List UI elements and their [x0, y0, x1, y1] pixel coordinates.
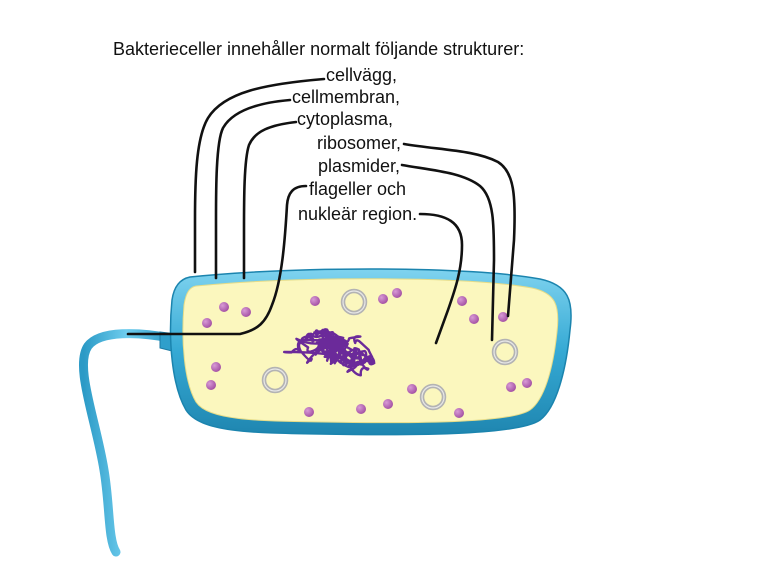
label-flagella: flageller och: [309, 179, 407, 199]
leader-line-cell-wall: [193, 77, 326, 274]
nucleoid: [282, 328, 376, 377]
leader-line-cytoplasm: [242, 120, 298, 280]
cytoplasm: [182, 278, 559, 424]
ribosome: [206, 380, 216, 390]
label-plasmids: plasmider,: [318, 156, 401, 176]
ribosome: [506, 382, 516, 392]
ribosome: [356, 404, 366, 414]
plasmid-highlight: [342, 290, 366, 314]
ribosome: [469, 314, 479, 324]
ribosomes: [202, 288, 532, 418]
leader-line-flagella: [126, 184, 308, 336]
leader-line-nuclear-region: [418, 212, 464, 345]
ribosome: [211, 362, 221, 372]
leader-line-plasmids: [400, 163, 496, 342]
leader-line-ribosomes: [402, 142, 516, 318]
plasmid-highlight: [493, 340, 517, 364]
ribosome: [457, 296, 467, 306]
ribosome: [378, 294, 388, 304]
ribosome: [202, 318, 212, 328]
ribosome: [407, 384, 417, 394]
ribosome: [304, 407, 314, 417]
diagram-title: Bakterieceller innehåller normalt följan…: [113, 39, 525, 59]
ribosome: [454, 408, 464, 418]
leader-line-cell-membrane: [214, 98, 292, 280]
plasmid-highlight: [263, 368, 287, 392]
ribosome: [522, 378, 532, 388]
label-cytoplasm: cytoplasma,: [297, 109, 394, 129]
ribosome: [241, 307, 251, 317]
ribosome: [219, 302, 229, 312]
label-cell-wall: cellvägg,: [326, 65, 398, 85]
ribosome: [310, 296, 320, 306]
ribosome: [498, 312, 508, 322]
plasmids: [261, 288, 519, 411]
nucleoid-dna: [282, 328, 376, 377]
plasmid-highlight: [421, 385, 445, 409]
ribosome: [392, 288, 402, 298]
label-ribosomes: ribosomer,: [317, 133, 402, 153]
leader-lines: [126, 77, 516, 345]
label-nuclear-region: nukleär region.: [298, 204, 418, 224]
label-cell-membrane: cellmembran,: [292, 87, 401, 107]
ribosome: [383, 399, 393, 409]
flagellum: [78, 329, 175, 557]
